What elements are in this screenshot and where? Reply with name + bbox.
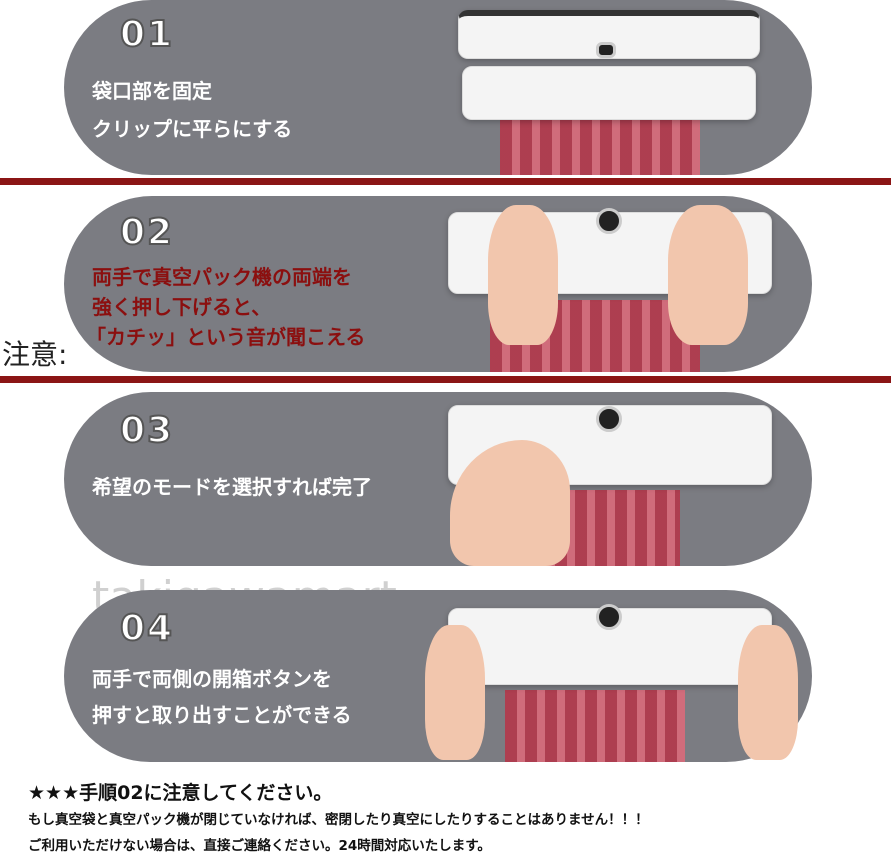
notes-line-2: ご利用いただけない場合は、直接ご連絡ください。24時間対応いたします。 bbox=[28, 838, 491, 854]
left-hand-image bbox=[425, 625, 485, 760]
notes-heading: ★★★手順02に注意してください。 bbox=[28, 782, 333, 804]
divider-bar bbox=[0, 376, 891, 383]
step-2-number: 02 bbox=[119, 211, 175, 254]
sealer-button-icon bbox=[596, 604, 622, 630]
sealer-button-icon bbox=[596, 42, 616, 58]
step-4-line-2: 押すと取り出すことができる bbox=[92, 703, 352, 727]
right-hand-image bbox=[738, 625, 798, 760]
sealer-button-icon bbox=[596, 406, 622, 432]
step-2-line-3: 「カチッ」という音が聞こえる bbox=[86, 325, 366, 349]
step-4-line-1: 両手で両側の開箱ボタンを bbox=[92, 667, 332, 691]
right-hand-image bbox=[668, 205, 748, 345]
step-2-line-1: 両手で真空パック機の両端を bbox=[92, 265, 352, 289]
step-2-line-2: 強く押し下げると、 bbox=[92, 295, 272, 319]
step-1-line-2: クリップに平らにする bbox=[92, 117, 293, 141]
notes-line-1: もし真空袋と真空パック機が閉じていなければ、密閉したり真空にしたりすることはあり… bbox=[28, 812, 649, 828]
step-3-number: 03 bbox=[119, 409, 175, 452]
divider-bar bbox=[0, 178, 891, 185]
sealer-base-image bbox=[462, 66, 756, 120]
step-4-number: 04 bbox=[119, 607, 175, 650]
vacuum-bag-image bbox=[505, 690, 685, 762]
step-1-line-1: 袋口部を固定 bbox=[92, 79, 212, 103]
sealer-button-icon bbox=[596, 208, 622, 234]
left-hand-image bbox=[488, 205, 558, 345]
caution-label: 注意: bbox=[2, 338, 68, 371]
step-3-line-1: 希望のモードを選択すれば完了 bbox=[92, 475, 372, 499]
vacuum-bag-image bbox=[500, 110, 700, 175]
step-1-number: 01 bbox=[119, 13, 175, 56]
